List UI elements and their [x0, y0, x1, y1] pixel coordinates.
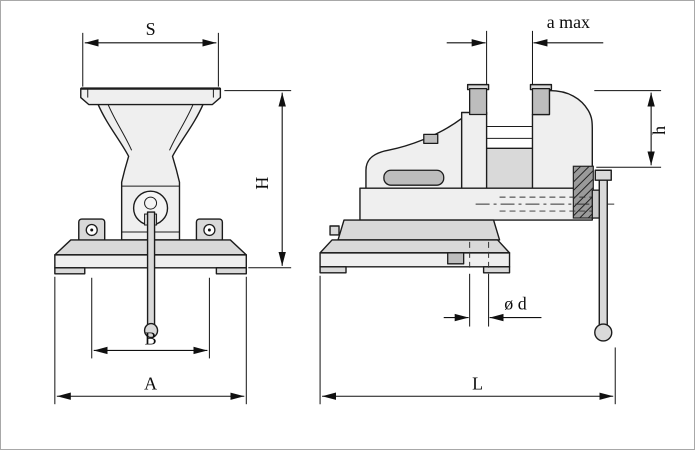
- dimension-H: H: [224, 90, 292, 269]
- hatched-section: [572, 165, 594, 219]
- bolt-center-right: [207, 228, 211, 232]
- handle-ball-side: [594, 323, 613, 342]
- dimension-d-label: ø d: [504, 294, 526, 314]
- dimension-a-max: a max: [446, 12, 604, 85]
- side-view: a max h ø d L: [319, 12, 669, 405]
- dimension-A: A: [54, 276, 247, 405]
- handle-rod-front: [146, 211, 156, 327]
- dimension-L-label: L: [472, 373, 483, 393]
- handle-top-cap: [594, 169, 612, 181]
- vise-front-body-contour-left: [107, 103, 133, 151]
- base-foot-side-right: [482, 266, 511, 274]
- dimension-d: ø d: [443, 273, 542, 327]
- bolt-center-left: [90, 228, 94, 232]
- front-view: S H B A: [54, 19, 292, 405]
- dimension-B-label: B: [145, 328, 157, 348]
- platform-knob: [329, 225, 340, 236]
- dimension-a-max-label: a max: [547, 12, 590, 32]
- dimension-S: S: [82, 19, 219, 87]
- jaw-plate-rear: [531, 87, 551, 116]
- handle-ball-front: [143, 322, 159, 339]
- dimension-h-label: h: [649, 126, 669, 135]
- dimension-B: B: [91, 277, 210, 359]
- dimension-S-label: S: [146, 19, 156, 39]
- base-foot-side-left: [319, 266, 347, 274]
- dimension-H-label: H: [252, 177, 272, 190]
- arm-stud: [423, 133, 439, 145]
- dimension-A-label: A: [144, 373, 157, 393]
- arm-slot: [383, 169, 445, 186]
- vise-front-top-plate: [80, 87, 222, 106]
- base-foot-front-left: [54, 267, 86, 275]
- movable-jaw-block: [460, 111, 488, 189]
- base-clamp-lug: [447, 252, 465, 265]
- screw-hub-inner: [144, 196, 158, 210]
- base-foot-front-right: [215, 267, 247, 275]
- dimension-h: h: [594, 90, 669, 168]
- handle-rod-side: [598, 179, 608, 327]
- fixed-jaw-body: [531, 89, 593, 191]
- dimension-L: L: [319, 275, 616, 405]
- base-flare-side: [319, 239, 511, 254]
- base-plate-side: [319, 252, 511, 268]
- vise-front-body-contour-right: [169, 103, 194, 151]
- jaw-plate-front: [468, 87, 488, 116]
- swivel-platform: [337, 219, 501, 241]
